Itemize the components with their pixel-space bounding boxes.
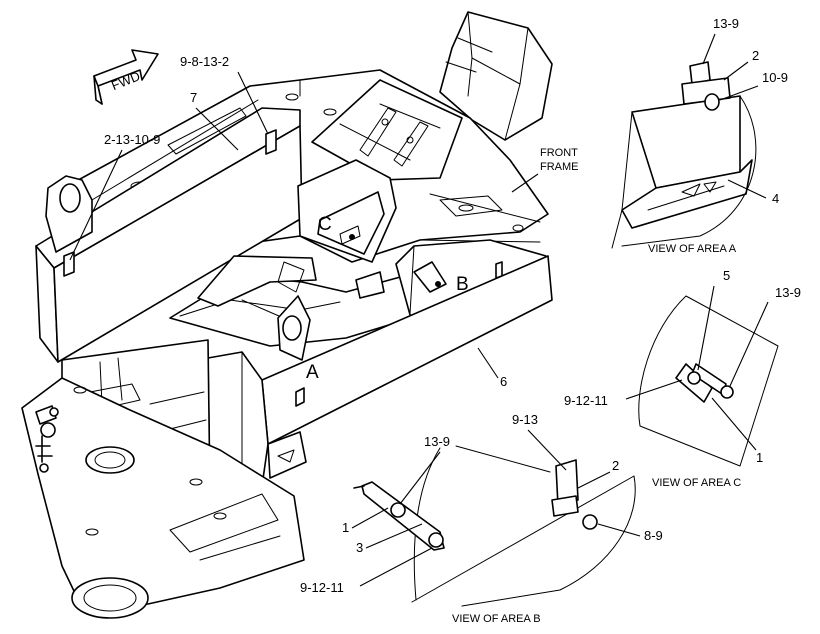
callout-b-13-9: 13-9 xyxy=(424,434,450,449)
callout-b-9-12-11: 9-12-11 xyxy=(300,580,344,595)
front-frame-assembly xyxy=(21,11,553,619)
callout-b-3: 3 xyxy=(356,540,363,555)
area-b-marker: B xyxy=(456,274,469,295)
callout-b-9-13: 9-13 xyxy=(512,412,538,427)
view-area-c-title: VIEW OF AREA C xyxy=(652,477,741,489)
view-area-a xyxy=(611,61,757,249)
front-frame-label-line2: FRAME xyxy=(540,161,579,173)
forward-arrow-icon: FWD xyxy=(93,49,159,105)
front-frame-label-line1: FRONT xyxy=(540,147,578,159)
callout-a-2: 2 xyxy=(752,48,759,63)
callout-c-13-9: 13-9 xyxy=(775,285,801,300)
callout-a-4: 4 xyxy=(772,191,779,206)
callout-b-2: 2 xyxy=(612,458,619,473)
callout-b-1: 1 xyxy=(342,520,349,535)
callout-2-13-10-9: 2-13-10-9 xyxy=(104,132,160,147)
view-area-b xyxy=(353,445,636,607)
callout-7: 7 xyxy=(190,90,197,105)
callout-6: 6 xyxy=(500,374,507,389)
callout-a-13-9: 13-9 xyxy=(713,16,739,31)
callout-c-1: 1 xyxy=(756,450,763,465)
view-area-b-title: VIEW OF AREA B xyxy=(452,613,541,625)
view-area-a-title: VIEW OF AREA A xyxy=(648,243,737,255)
callout-c-5: 5 xyxy=(723,268,730,283)
callout-9-8-13-2: 9-8-13-2 xyxy=(180,54,229,69)
area-a-marker: A xyxy=(306,362,319,383)
callout-c-9-12-11: 9-12-11 xyxy=(564,393,608,408)
view-area-c xyxy=(638,295,779,467)
callout-a-10-9: 10-9 xyxy=(762,70,788,85)
area-c-marker: C xyxy=(318,214,332,235)
callout-b-8-9: 8-9 xyxy=(644,528,663,543)
